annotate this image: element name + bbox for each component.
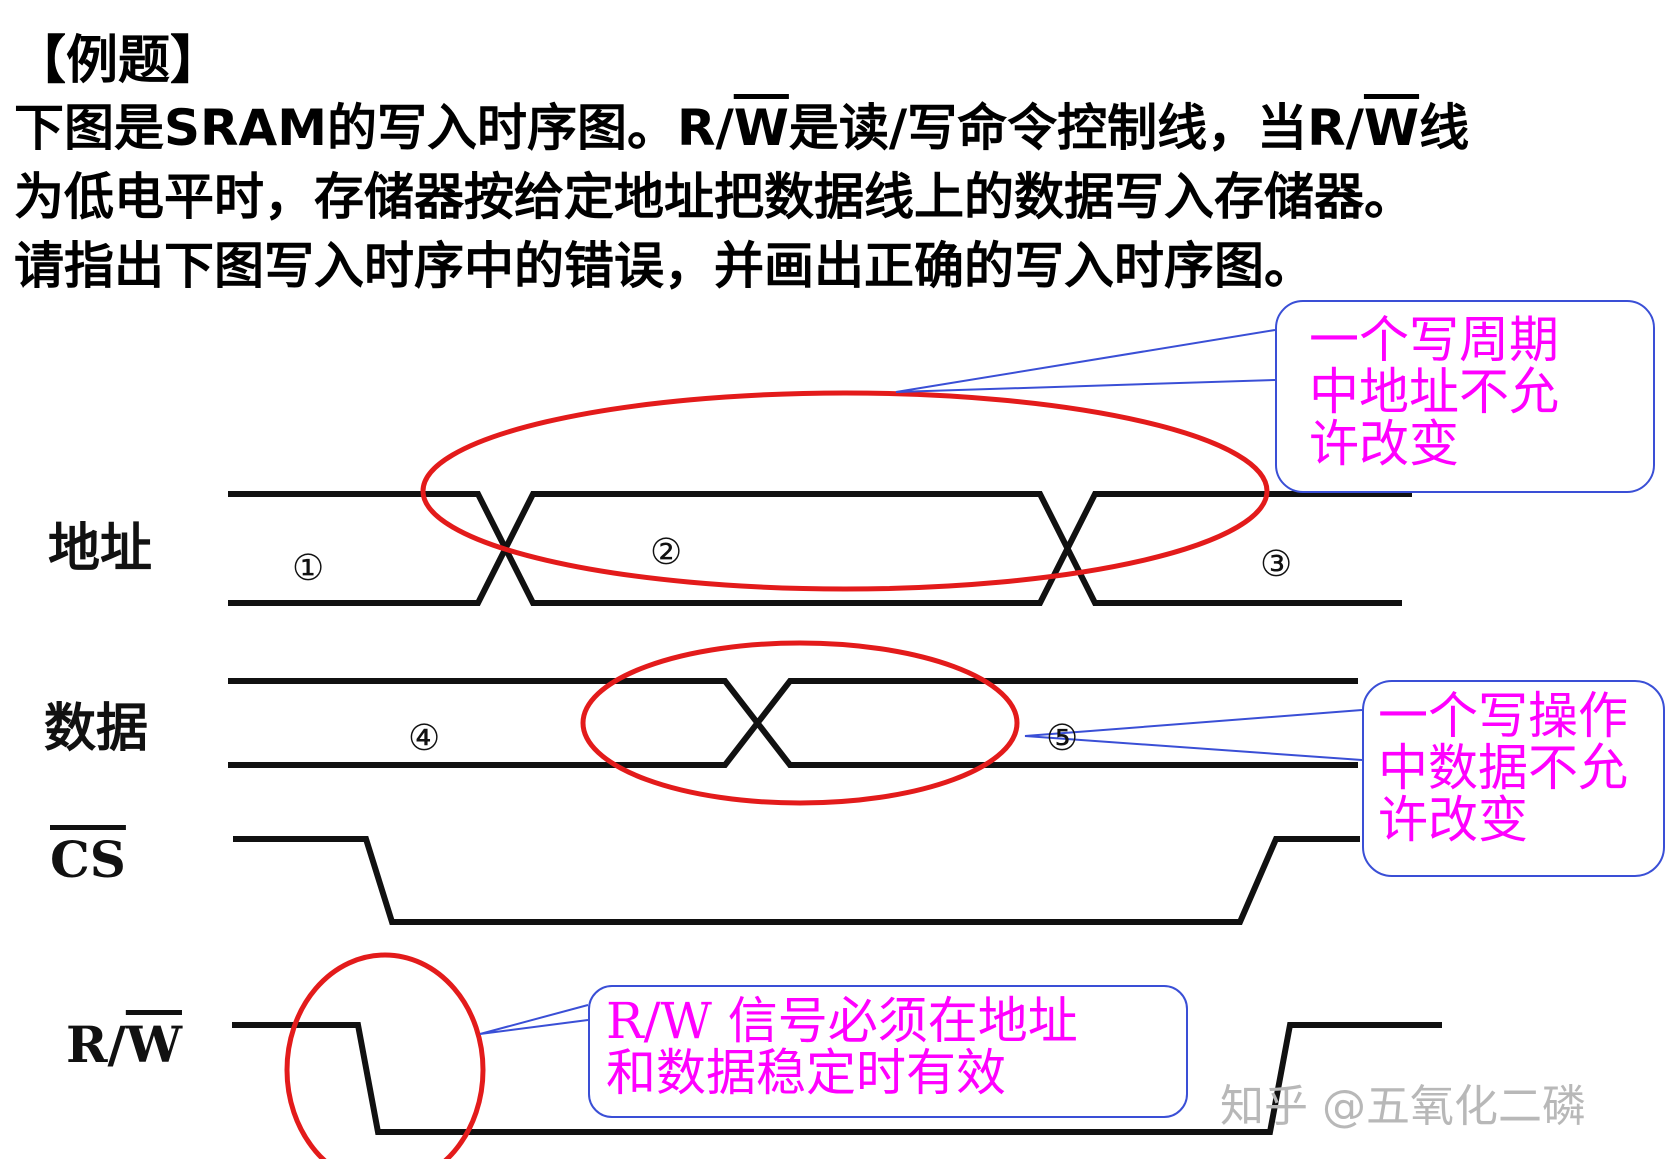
address-callout-pointer	[895, 329, 1276, 393]
marker-5: ⑤	[1046, 718, 1079, 759]
heading: 【例题】	[14, 31, 223, 91]
address-highlight-ellipse	[420, 390, 1270, 592]
data-callout-pointer	[1024, 709, 1363, 761]
marker-4: ④	[408, 718, 441, 759]
data-signal-label: 数据	[44, 698, 149, 759]
address-upper-line	[228, 491, 1412, 606]
address-callout-line-2: 中地址不允	[1309, 363, 1559, 421]
cs-waveform	[233, 836, 1360, 925]
data-lower-line	[228, 678, 1358, 768]
rw-signal-label: R/W	[66, 1015, 182, 1074]
marker-3: ③	[1260, 544, 1293, 585]
data-callout-line-3: 许改变	[1378, 791, 1528, 849]
question-line-2: 下图是SRAM的写入时序图。R/W是读/写命令控制线，当R/W线	[14, 99, 1470, 157]
question-line-4: 请指出下图写入时序中的错误，并画出正确的写入时序图。	[14, 237, 1314, 295]
rw-highlight-ellipse	[284, 952, 486, 1159]
address-callout-line-3: 许改变	[1309, 415, 1459, 473]
watermark: 知乎 @五氧化二磷	[1220, 1081, 1586, 1132]
address-lower-line	[228, 491, 1402, 606]
rw-callout-line-1: R/W 信号必须在地址	[606, 992, 1078, 1050]
rw-waveform	[232, 1022, 1442, 1135]
data-callout-line-2: 中数据不允	[1378, 739, 1628, 797]
rw-callout-line-2: 和数据稳定时有效	[606, 1044, 1006, 1102]
cs-signal-label: CS	[50, 830, 126, 889]
question-line-3: 为低电平时，存储器按给定地址把数据线上的数据写入存储器。	[14, 168, 1414, 226]
data-callout-line-1: 一个写操作	[1378, 687, 1628, 745]
address-callout: 一个写周期 中地址不允 许改变	[1275, 300, 1655, 493]
data-highlight-ellipse	[580, 640, 1020, 806]
address-signal-label: 地址	[48, 518, 153, 579]
marker-2: ②	[650, 532, 683, 573]
marker-1: ①	[292, 548, 325, 589]
rw-callout-pointer	[479, 1004, 589, 1035]
rw-callout: R/W 信号必须在地址 和数据稳定时有效	[588, 985, 1188, 1118]
data-callout: 一个写操作 中数据不允 许改变	[1362, 680, 1665, 877]
address-callout-line-1: 一个写周期	[1309, 311, 1559, 369]
